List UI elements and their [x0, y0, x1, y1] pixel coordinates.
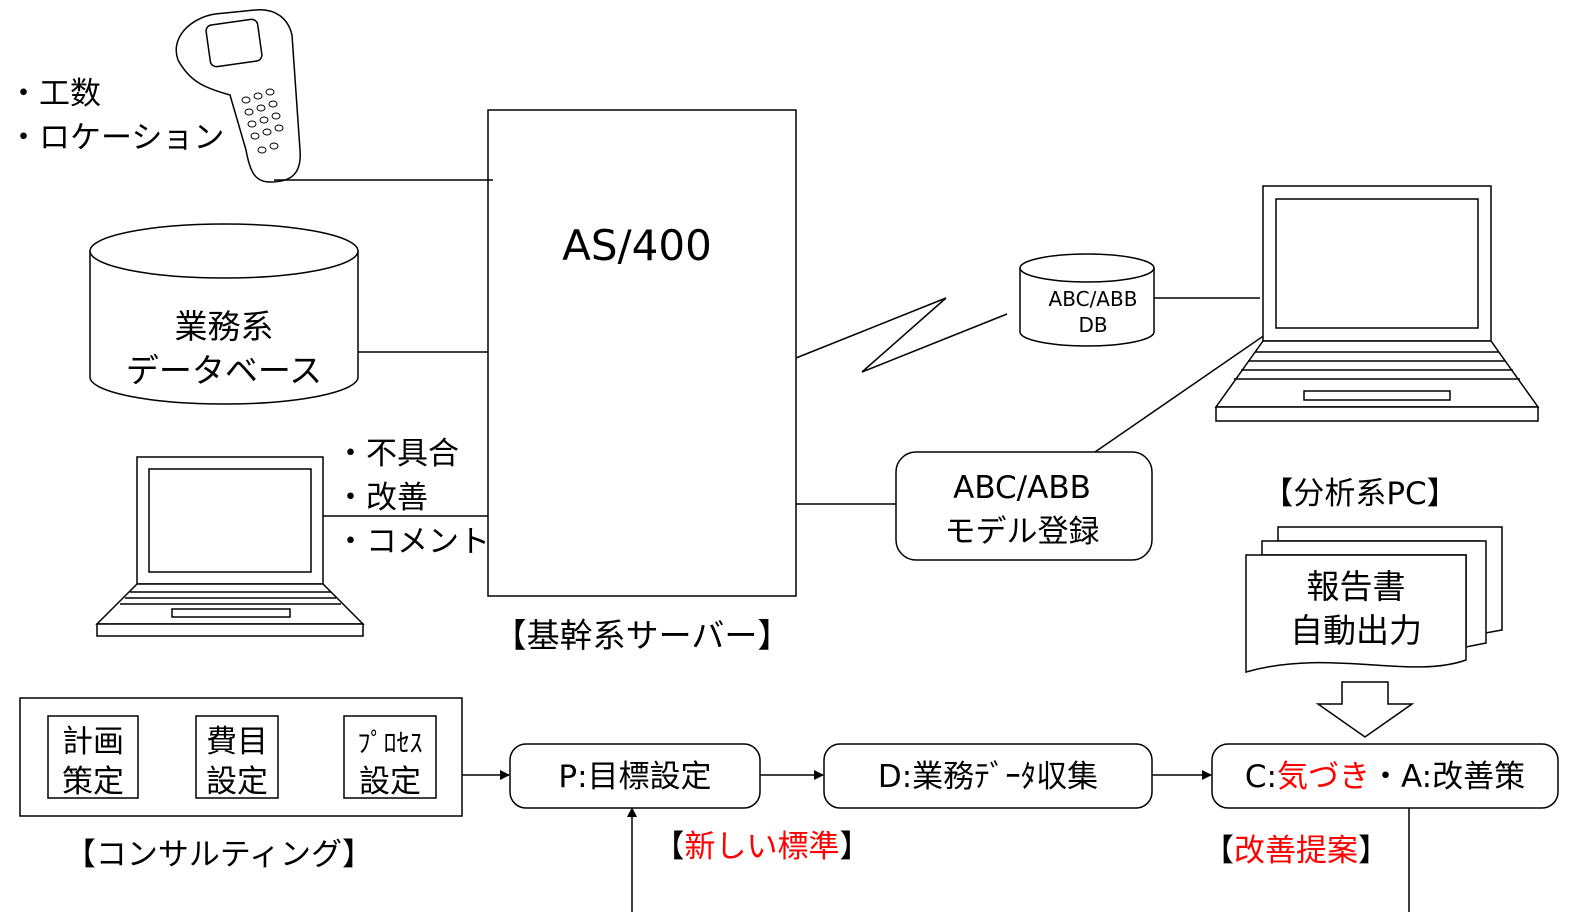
- analysis-laptop-icon: [1214, 185, 1540, 422]
- server-box: [487, 109, 797, 597]
- consulting-plan-box: [47, 715, 139, 799]
- consulting-process-label-1: ﾌﾟﾛｾｽ: [357, 729, 422, 759]
- flow-check-act-box: [1211, 743, 1559, 809]
- consulting-cost-label-1: 費目: [206, 724, 268, 760]
- consulting-process-box: [343, 715, 437, 799]
- flow-check-suffix: ・A:改善策: [1370, 759, 1525, 795]
- analysis-pc-caption: 【分析系PC】: [1262, 476, 1457, 512]
- business-db-label-1: 業務系: [175, 307, 274, 346]
- consulting-caption: 【コンサルティング】: [65, 837, 373, 873]
- model-registration-label-1: ABC/ABB: [953, 470, 1091, 506]
- report-label-1: 報告書: [1307, 567, 1406, 606]
- handheld-terminal: [175, 9, 301, 183]
- abc-db-label-2: DB: [1078, 313, 1107, 337]
- new-standard-label: 【新しい標準】: [654, 829, 871, 865]
- down-arrow-icon: [1315, 681, 1415, 738]
- flow-check-prefix: C:: [1245, 759, 1277, 795]
- business-db-label-2: データベース: [126, 351, 322, 390]
- flow-plan-label: P:目標設定: [558, 759, 711, 795]
- consulting-plan-label-2: 策定: [62, 764, 124, 800]
- server-name: AS/400: [562, 221, 712, 270]
- client-laptop-icon: [95, 456, 365, 637]
- flow-do-label: D:業務ﾃﾞｰﾀ収集: [878, 759, 1098, 795]
- improvement-proposal-highlight: 改善提案: [1234, 833, 1358, 869]
- flow-check-highlight: 気づき: [1277, 759, 1370, 795]
- handheld-item-hours: ・工数: [8, 76, 101, 112]
- model-registration-label-2: モデル登録: [945, 514, 1100, 550]
- flow-plan-box: [509, 743, 761, 809]
- flow-check-act-label: C:気づき・A:改善策: [1245, 759, 1525, 795]
- new-standard-highlight: 新しい標準: [685, 829, 840, 865]
- report-label-2: 自動出力: [1290, 611, 1422, 650]
- report-documents-icon: [1245, 526, 1503, 673]
- consulting-plan-label-1: 計画: [62, 724, 124, 760]
- abc-abb-database-icon: [1019, 253, 1155, 347]
- consulting-cost-box: [195, 715, 279, 799]
- handheld-item-location: ・ロケーション: [8, 120, 224, 156]
- flow-do-box: [823, 743, 1153, 809]
- server-connections: [274, 179, 1008, 517]
- consulting-process-label-2: 設定: [359, 764, 421, 800]
- model-registration-box: [895, 451, 1153, 561]
- client-item-comment: ・コメント: [335, 524, 490, 560]
- business-database-icon: [89, 223, 359, 405]
- abc-db-label-1: ABC/ABB: [1049, 287, 1138, 311]
- improvement-proposal-label: 【改善提案】: [1203, 833, 1389, 869]
- server-caption: 【基幹系サーバー】: [494, 616, 791, 655]
- client-item-defect: ・不具合: [335, 436, 459, 472]
- flow-arrows: [462, 770, 1410, 912]
- client-item-improvement: ・改善: [335, 480, 428, 516]
- consulting-cost-label-2: 設定: [206, 764, 268, 800]
